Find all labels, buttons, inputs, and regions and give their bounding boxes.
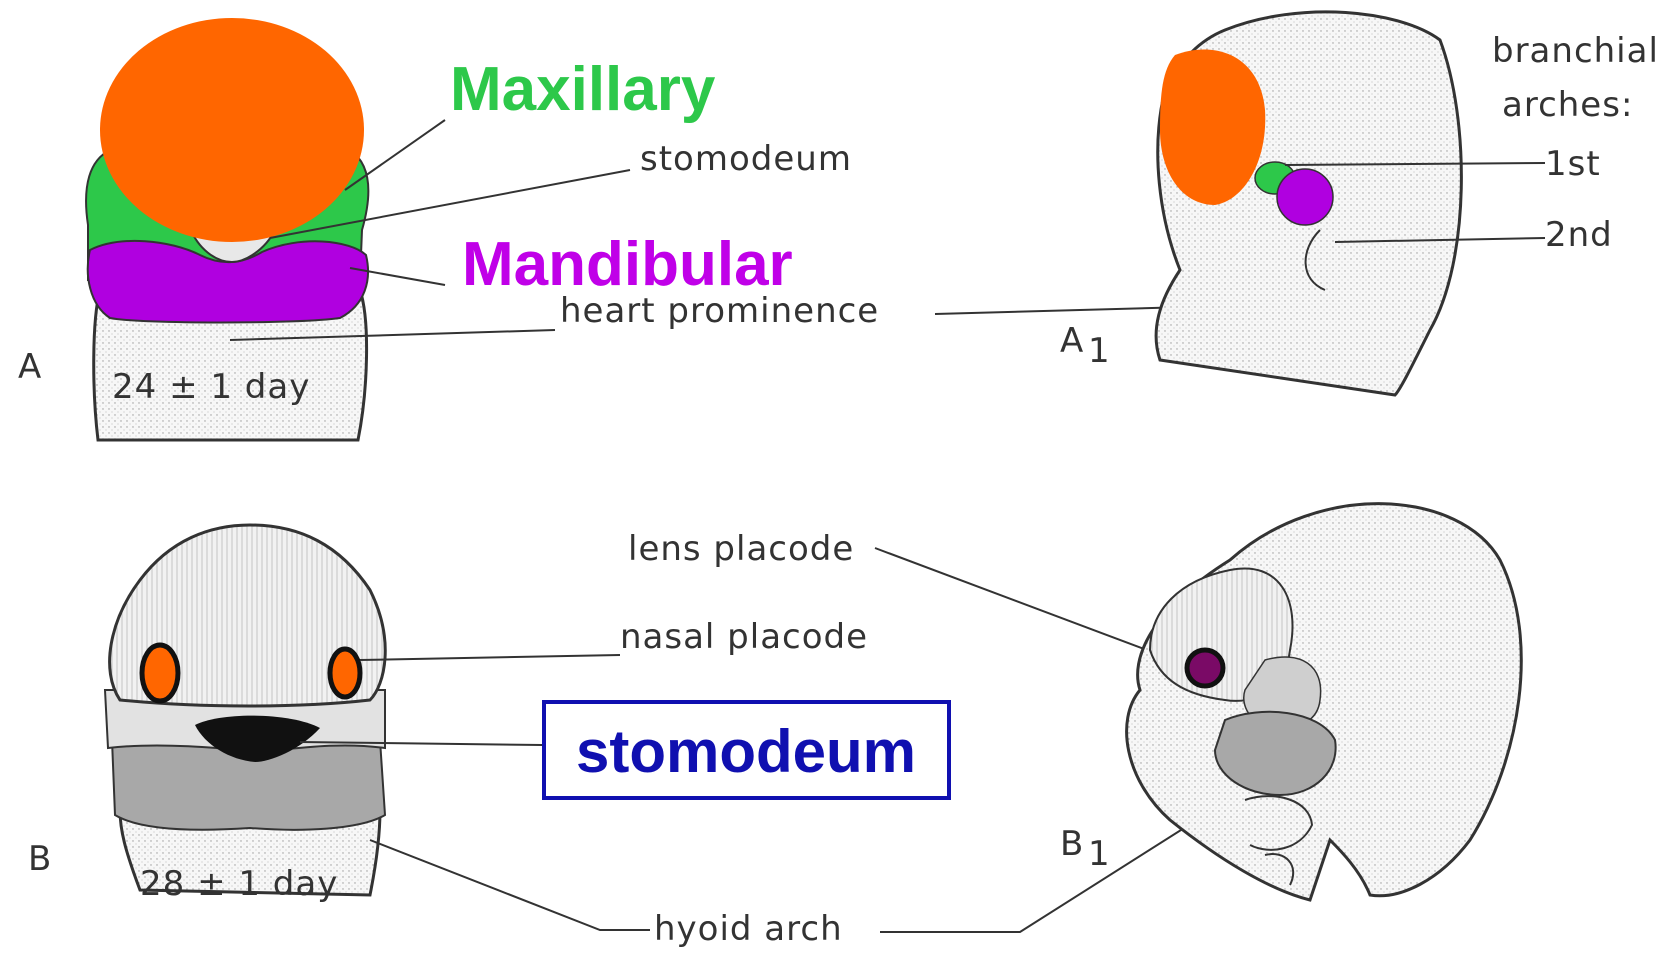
panel-b1-lens-placode <box>1187 650 1223 686</box>
panel-b1-subscript: 1 <box>1088 834 1111 874</box>
branchial-label: branchial <box>1492 31 1659 71</box>
panel-a-frontal-prominence <box>100 18 364 242</box>
stomodeum-boxed-label: stomodeum <box>576 718 916 785</box>
panel-a1-subscript: 1 <box>1088 331 1111 371</box>
panel-b1-letter: B <box>1060 824 1084 864</box>
lens-placode-label: lens placode <box>628 529 854 569</box>
panel-b-letter: B <box>28 839 52 879</box>
panel-a1-letter: A <box>1060 321 1084 361</box>
panel-a1-side-embryo: A 1 <box>1060 12 1461 395</box>
panel-a-letter: A <box>18 347 42 387</box>
panel-b-nasal-placode-right <box>330 649 360 697</box>
panel-a-age: 24 ± 1 day <box>112 367 310 407</box>
hyoid-leader-b <box>370 840 650 930</box>
panel-b-front-embryo: B 28 ± 1 day <box>28 525 385 904</box>
stomodeum-label-small: stomodeum <box>640 139 852 179</box>
nasal-placode-label: nasal placode <box>620 617 868 657</box>
second-arch-label: 2nd <box>1545 215 1613 255</box>
nasal-placode-leader <box>360 655 620 660</box>
heart-prominence-label: heart prominence <box>560 291 879 331</box>
panel-b-nasal-placode-left <box>142 645 178 701</box>
maxillary-label: Maxillary <box>450 55 716 124</box>
arches-label: arches: <box>1502 85 1633 125</box>
panel-b1-side-embryo: B 1 <box>1060 504 1521 900</box>
panel-a1-mandibular <box>1277 169 1333 225</box>
hyoid-arch-label: hyoid arch <box>654 909 843 949</box>
panel-b1-body <box>1127 504 1522 900</box>
panel-b-age: 28 ± 1 day <box>140 864 338 904</box>
mandibular-label: Mandibular <box>462 230 793 299</box>
first-arch-label: 1st <box>1545 144 1601 184</box>
